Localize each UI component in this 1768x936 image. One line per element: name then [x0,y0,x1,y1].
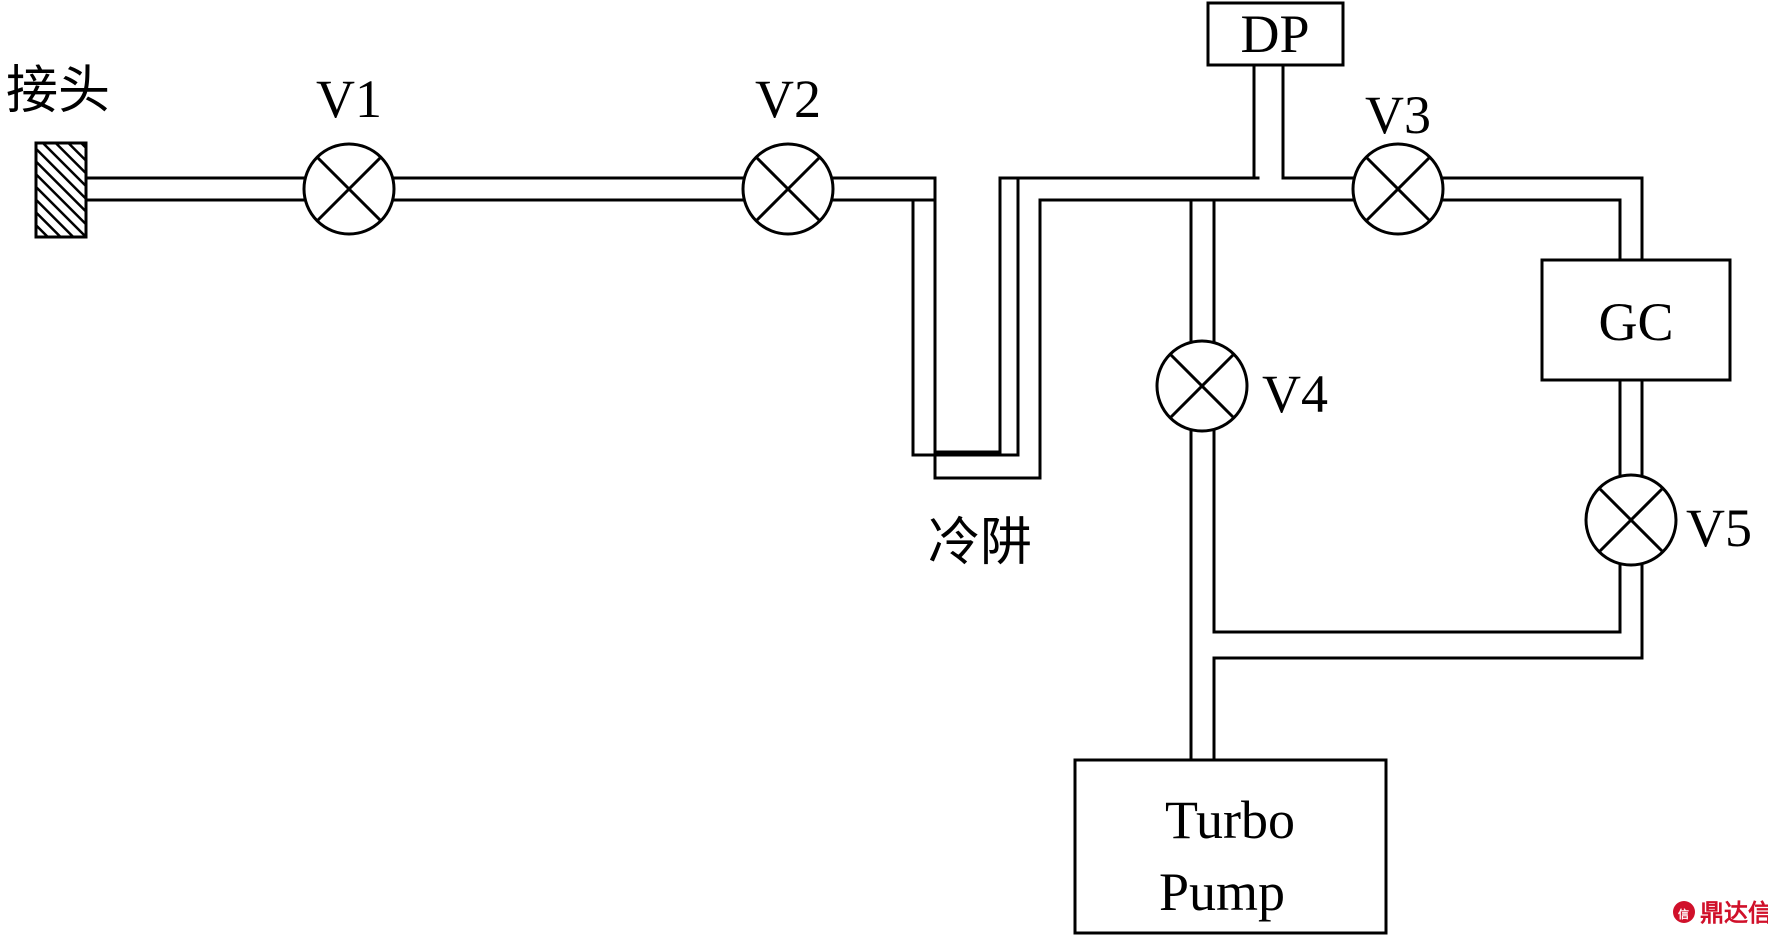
connector-block [34,141,88,239]
turbo-label-line2: Pump [1159,862,1285,922]
valve-v2-label: V2 [755,69,821,129]
svg-text:信: 信 [1678,907,1689,921]
valve-v1[interactable] [302,142,396,236]
pipe-gc-v5-return [1212,378,1644,762]
dp-box [1206,1,1345,67]
cold-trap-u-inner [836,176,1020,457]
cold-trap-u-outer [836,176,1260,480]
valve-v4[interactable] [1155,339,1249,433]
pipe-main-upper [84,176,1260,454]
pipe-v3-gc-upper [1438,176,1644,262]
valve-v4-label: V4 [1262,364,1328,424]
turbo-pump-box [1073,758,1388,935]
watermark-text: 鼎达信 [1700,899,1768,927]
valve-v5[interactable] [1584,473,1678,567]
cold-trap-label: 冷阱 [928,513,1032,573]
dp-label: DP [1240,4,1309,64]
connector-label: 接头 [6,61,110,121]
pipe-dp-left [1016,63,1256,180]
valve-v2[interactable] [741,142,835,236]
valve-v5-label: V5 [1686,498,1752,558]
valve-v3-label: V3 [1365,85,1431,145]
watermark-logo-icon [1673,901,1695,923]
turbo-label-line1: Turbo [1165,790,1295,850]
watermark: 信 鼎达信 [1673,899,1768,927]
gc-label: GC [1598,292,1673,352]
valve-v3[interactable] [1351,142,1445,236]
pipe-v3-gc-lower [1038,198,1622,262]
valve-v1-label: V1 [316,69,382,129]
gc-box [1540,258,1732,382]
